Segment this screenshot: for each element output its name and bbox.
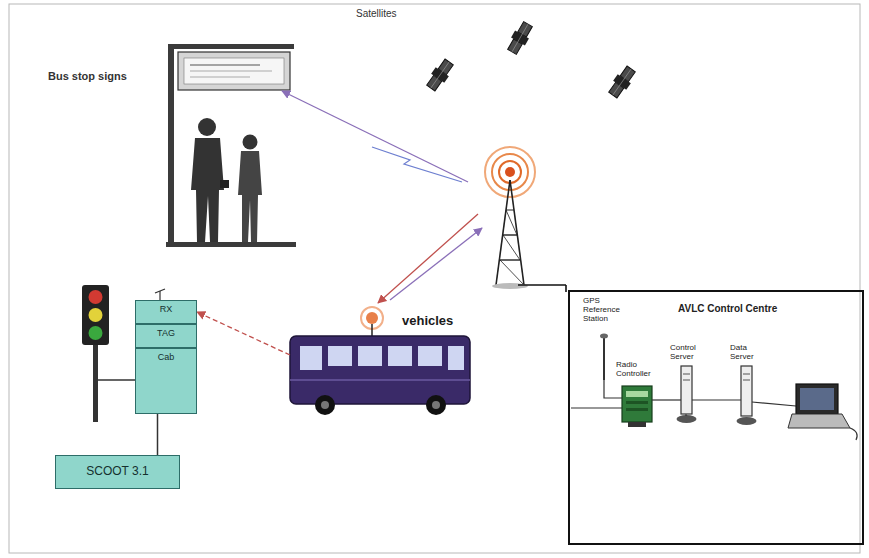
cabinet-cell: Cab [135,348,197,414]
scoot-box: SCOOT 3.1 [55,455,180,489]
vehicle-group: vehicles [290,300,470,410]
satellite-label: Satellites [356,8,446,19]
radio-links [282,91,482,303]
node-text: SCOOT 3.1 [86,465,148,479]
bus [290,307,470,415]
control-server-label: Control Server [670,344,712,362]
node-text: RX [160,304,173,314]
node-text: Cab [158,352,175,362]
bus-stop [166,44,296,247]
control-centre-panel: AVLC Control Centre [568,290,864,545]
passengers [191,118,262,242]
tag-cell: TAG [135,324,197,348]
radio-controller-label: Radio Controller [616,361,660,379]
bus-stop-label: Bus stop signs [48,70,158,82]
picture-frame [9,4,860,553]
node-text: TAG [157,328,175,338]
connector [157,414,159,455]
gps-station-label: GPS Reference Station [583,297,629,323]
node-text: AVLC Control Centre [678,303,777,315]
connector [197,312,290,355]
satellites [424,20,637,100]
receiver-cell: RX [135,300,197,324]
node-text: vehicles [402,314,453,329]
data-server-label: Data Server [730,344,770,362]
radio-tower [485,147,535,289]
